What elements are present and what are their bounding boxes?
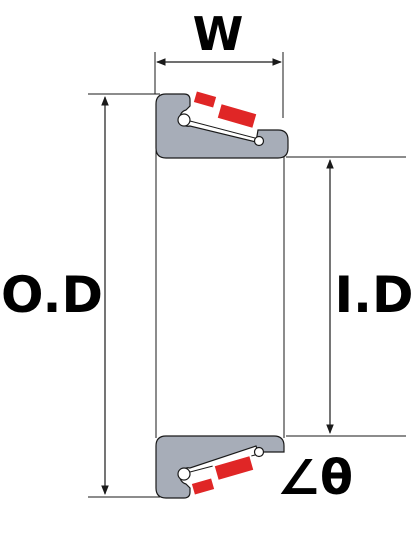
dimension-lines [101, 58, 334, 495]
bore-outline [155, 150, 285, 438]
top-ring-groove-right [253, 135, 265, 147]
bottom-ring-groove-left [177, 467, 191, 481]
extension-lines [88, 52, 406, 498]
top-roller-small [191, 88, 219, 111]
top-ring-groove-left [177, 113, 191, 127]
top-raceway-line [189, 120, 256, 139]
width-label: W [193, 7, 244, 61]
top-roller-large [215, 101, 259, 131]
bottom-ring-groove-right [253, 446, 265, 458]
bottom-ring-section [155, 435, 285, 499]
outer-diameter-label: O.D [1, 266, 103, 324]
angle-label: ∠θ [277, 450, 353, 506]
bottom-outer-ring [155, 435, 285, 499]
top-ring-section [155, 88, 289, 159]
bottom-roller-small [189, 475, 217, 498]
bottom-roller-large [212, 453, 256, 483]
inner-diameter-label: I.D [334, 266, 413, 324]
